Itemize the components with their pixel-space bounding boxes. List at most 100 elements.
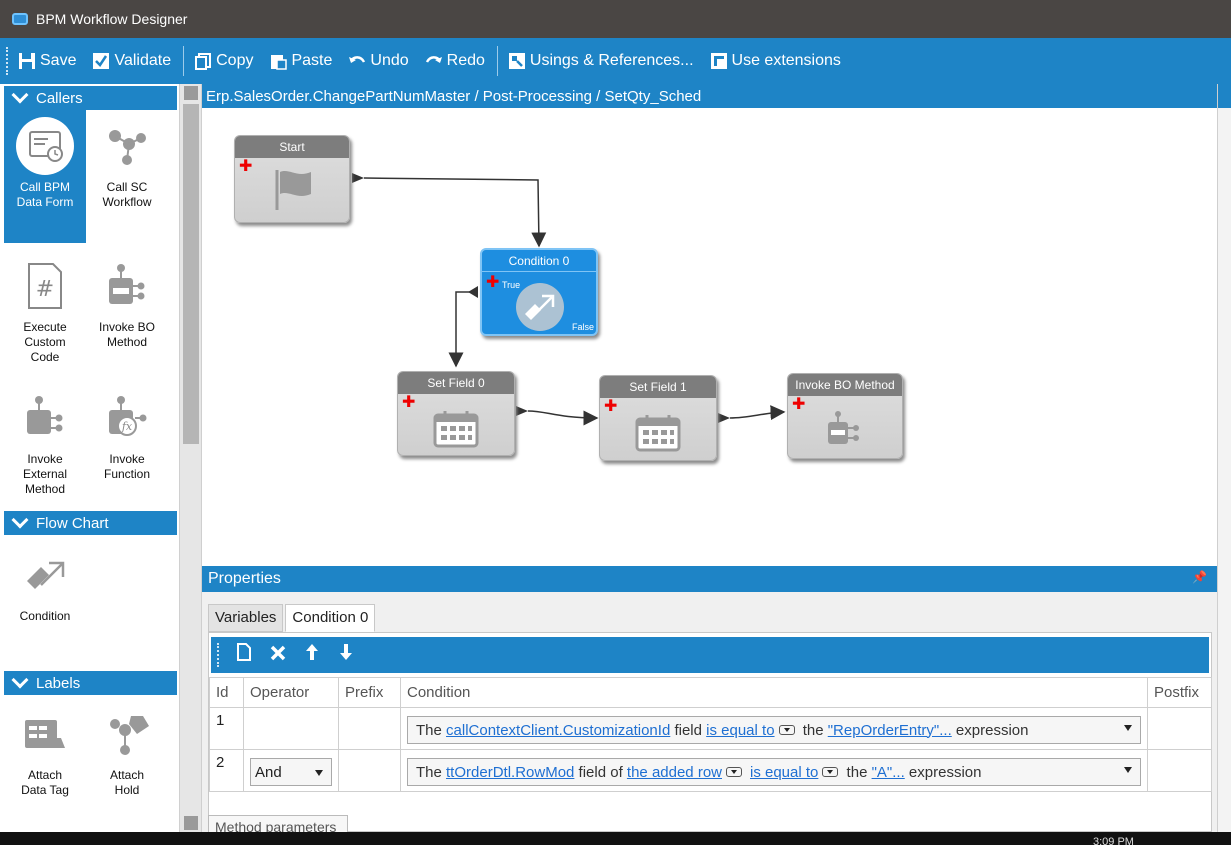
condition-table: Id Operator Prefix Condition Postfix 1 T…	[209, 677, 1212, 792]
title-bar: BPM Workflow Designer	[0, 0, 1231, 38]
scroll-thumb[interactable]	[183, 104, 199, 444]
save-label: Save	[40, 52, 77, 69]
operator-select[interactable]: And	[250, 758, 332, 786]
data-tag-icon	[15, 704, 75, 764]
row-condition[interactable]: The callContextClient.CustomizationId fi…	[400, 707, 1148, 750]
row-selector-link[interactable]: the added row	[626, 763, 722, 781]
node-start[interactable]: Start ✚	[234, 135, 350, 223]
tool-invoke-bo-method[interactable]: Invoke BO Method	[86, 250, 168, 380]
operator-link[interactable]: is equal to	[750, 763, 819, 781]
validate-button[interactable]: Validate	[92, 52, 171, 70]
row-postfix[interactable]	[1147, 749, 1212, 792]
redo-label: Redo	[446, 52, 485, 69]
use-extensions-button[interactable]: Use extensions	[710, 52, 841, 70]
row-prefix[interactable]	[338, 707, 401, 750]
condition-text: field	[670, 721, 707, 739]
canvas-breadcrumb: Erp.SalesOrder.ChangePartNumMaster / Pos…	[202, 84, 1217, 108]
tab-variables[interactable]: Variables	[208, 604, 284, 632]
paste-label: Paste	[291, 52, 333, 69]
row-dropdown-icon[interactable]	[726, 767, 742, 777]
redo-icon	[425, 56, 442, 63]
tool-call-bpm-data-form[interactable]: Call BPM Data Form	[4, 110, 86, 243]
row-condition[interactable]: The ttOrderDtl.RowMod field of the added…	[400, 749, 1148, 792]
usings-references-button[interactable]: Usings & References...	[508, 52, 694, 70]
tab-method-parameters[interactable]: Method parameters	[208, 815, 348, 832]
node-title: Start	[235, 136, 349, 158]
flowchart-title: Flow Chart	[36, 514, 109, 532]
row-operator[interactable]: And	[243, 749, 339, 792]
labels-group-header[interactable]: Labels	[4, 671, 177, 695]
table-row[interactable]: 1 The callContextClient.CustomizationId …	[209, 707, 1212, 750]
plus-icon[interactable]: ✚	[792, 396, 806, 413]
row-postfix[interactable]	[1147, 707, 1212, 750]
delete-row-button[interactable]	[261, 644, 295, 667]
plus-icon[interactable]: ✚	[239, 158, 253, 175]
tool-attach-hold[interactable]: Attach Hold	[86, 698, 168, 808]
new-row-button[interactable]	[227, 643, 261, 667]
dropdown-arrow-icon[interactable]	[1124, 725, 1132, 731]
tool-call-sc-workflow[interactable]: Call SC Workflow	[86, 110, 168, 243]
workflow-canvas[interactable]: Start ✚ Condition 0 ✚ True False Set Fie…	[202, 108, 1217, 566]
node-condition[interactable]: Condition 0 ✚ True False	[480, 248, 598, 336]
node-title: Set Field 1	[600, 376, 716, 398]
condition-text: field of	[574, 763, 627, 781]
node-set-field-1[interactable]: Set Field 1 ✚	[599, 375, 717, 461]
condition-text: the	[798, 721, 828, 739]
svg-text:#: #	[36, 277, 54, 302]
tool-execute-custom-code[interactable]: # Execute Custom Code	[4, 250, 86, 380]
value-link[interactable]: "RepOrderEntry"...	[827, 721, 952, 739]
operator-dropdown-icon[interactable]	[822, 767, 839, 777]
tab-condition-0[interactable]: Condition 0	[285, 604, 376, 632]
paste-icon	[271, 55, 288, 70]
flowchart-group-header[interactable]: Flow Chart	[4, 511, 177, 535]
redo-button[interactable]: Redo	[425, 52, 485, 70]
palette-scrollbar[interactable]	[179, 84, 201, 832]
tool-condition[interactable]: Condition	[4, 539, 86, 639]
operator-dropdown-icon[interactable]	[778, 725, 795, 735]
undo-button[interactable]: Undo	[348, 52, 409, 70]
dropdown-arrow-icon[interactable]	[1124, 767, 1132, 773]
new-file-icon	[237, 643, 251, 661]
row-operator[interactable]	[243, 707, 339, 750]
condition-editor: Id Operator Prefix Condition Postfix 1 T…	[208, 632, 1212, 832]
right-panel-edge	[1217, 84, 1231, 832]
tool-invoke-function[interactable]: fx Invoke Function	[86, 382, 168, 504]
value-link[interactable]: "A"...	[871, 763, 905, 781]
plus-icon[interactable]: ✚	[486, 274, 500, 291]
node-set-field-0[interactable]: Set Field 0 ✚	[397, 371, 515, 456]
node-invoke-bo-method[interactable]: Invoke BO Method ✚	[787, 373, 903, 459]
condition-expression-dropdown[interactable]: The callContextClient.CustomizationId fi…	[407, 716, 1141, 744]
col-operator: Operator	[243, 677, 339, 708]
field-link[interactable]: ttOrderDtl.RowMod	[446, 763, 575, 781]
operator-link[interactable]: is equal to	[706, 721, 775, 739]
labels-title: Labels	[36, 674, 81, 692]
taskbar-clock[interactable]: 3:09 PM	[1093, 836, 1134, 845]
row-prefix[interactable]	[338, 749, 401, 792]
calendar-icon	[635, 415, 681, 452]
references-icon	[508, 53, 525, 69]
toolbar-separator	[183, 46, 185, 76]
toolbar-grip[interactable]	[6, 47, 10, 75]
operator-value: And	[255, 763, 282, 781]
move-up-button[interactable]	[295, 643, 329, 667]
copy-button[interactable]: Copy	[194, 52, 253, 70]
pin-icon[interactable]: 📌	[1192, 570, 1207, 584]
chevron-down-icon	[11, 511, 29, 529]
paste-button[interactable]: Paste	[269, 52, 332, 70]
callers-group-header[interactable]: Callers	[4, 86, 177, 110]
table-row[interactable]: 2 And The ttOrderDtl.RowMod field of	[209, 749, 1212, 792]
scroll-up-arrow[interactable]	[184, 86, 198, 100]
plus-icon[interactable]: ✚	[402, 394, 416, 411]
scroll-down-arrow[interactable]	[184, 816, 198, 830]
condition-expression-dropdown[interactable]: The ttOrderDtl.RowMod field of the added…	[407, 758, 1141, 786]
field-link[interactable]: callContextClient.CustomizationId	[446, 721, 671, 739]
toolbar-separator	[496, 46, 498, 76]
copy-label: Copy	[216, 52, 254, 69]
condition-text: expression	[904, 763, 982, 781]
move-down-button[interactable]	[329, 643, 363, 667]
plus-icon[interactable]: ✚	[604, 398, 618, 415]
tool-invoke-external-method[interactable]: Invoke External Method	[4, 382, 86, 504]
tool-attach-data-tag[interactable]: Attach Data Tag	[4, 698, 86, 808]
save-button[interactable]: Save	[18, 52, 76, 70]
row-id: 1	[209, 707, 244, 750]
